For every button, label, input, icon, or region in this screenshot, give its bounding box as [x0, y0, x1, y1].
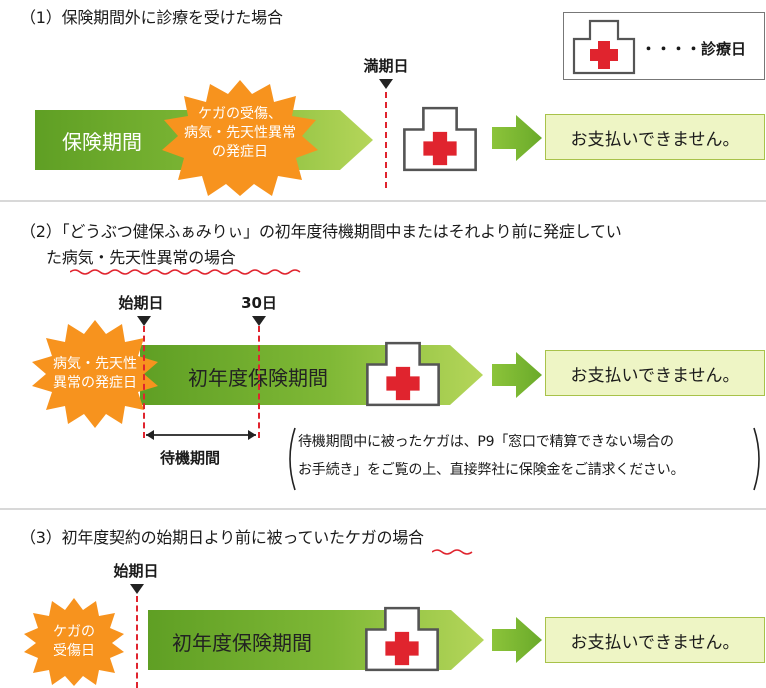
section3-marker-label: 始期日: [113, 562, 159, 580]
section3-clinic-icon: [365, 606, 439, 672]
section1-arrow-right-icon: [492, 115, 542, 161]
section2-burst-text: 病気・先天性 異常の発症日: [53, 356, 137, 391]
section1-band-label: 保険期間: [62, 130, 142, 154]
section2-result: お支払いできません。: [545, 350, 765, 396]
clinic-icon: [572, 19, 636, 75]
section2-note-bracket-left: [289, 427, 296, 491]
section2-heading-line1: （2）「どうぶつ健保ふぁみりぃ」の初年度待機期間中またはそれより前に発症してい: [20, 222, 622, 241]
divider-2: [0, 508, 766, 510]
section3-arrow-right-icon: [492, 617, 542, 663]
section2-marker-30: 30日: [241, 294, 277, 312]
section3-wavy-underline: [432, 549, 473, 555]
section2-clinic-icon: [366, 341, 440, 407]
section2-waiting-arrow: [146, 430, 256, 440]
section1-marker-label: 満期日: [363, 57, 409, 75]
legend-dots: ・・・・: [641, 40, 702, 58]
triangle-down-icon: [130, 584, 144, 594]
section1-clinic-icon: [403, 106, 477, 172]
section2-note-line1: 待機期間中に被ったケガは、P9「窓口で精算できない場合の: [298, 434, 674, 450]
section3-band-label: 初年度保険期間: [172, 631, 312, 655]
section1-burst: [162, 80, 318, 196]
section1-heading: （1）保険期間外に診療を受けた場合: [20, 8, 283, 27]
divider-1: [0, 200, 766, 202]
section2-waiting-label: 待機期間: [160, 449, 221, 467]
section2-wavy-underline: [70, 269, 301, 275]
section2-30-line: [258, 326, 260, 438]
section1-burst-text: ケガの受傷、 病気・先天性異常 の発症日: [184, 106, 296, 160]
section2-heading-line2: た病気・先天性異常の場合: [46, 248, 236, 267]
section2-note-line2: お手続き」をご覧の上、直接弊社に保険金をご請求ください。: [298, 462, 685, 478]
section3-burst: [24, 598, 124, 686]
section3-heading: （3）初年度契約の始期日より前に被っていたケガの場合: [20, 528, 424, 547]
section3-start-line: [136, 596, 138, 688]
triangle-down-icon: [252, 316, 266, 326]
triangle-down-icon: [379, 79, 393, 89]
legend-label: 診療日: [701, 40, 747, 58]
section1-marker-line: [385, 92, 387, 188]
triangle-down-icon: [137, 316, 151, 326]
section2-burst: [32, 320, 158, 428]
section1-result: お支払いできません。: [545, 114, 765, 160]
section2-marker-start: 始期日: [118, 294, 164, 312]
section2-start-line: [143, 326, 145, 438]
section3-burst-text: ケガの 受傷日: [53, 624, 95, 659]
section2-note-bracket-right: [753, 427, 760, 491]
section3-result: お支払いできません。: [545, 617, 765, 663]
section2-arrow-right-icon: [492, 352, 542, 398]
